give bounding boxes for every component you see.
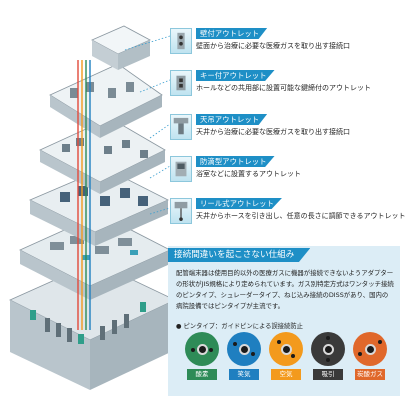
pin-label: 笑気 (229, 369, 259, 380)
outlet-wall: 壁付アウトレット 壁面から治療に必要な医療ガスを取り出す接続口 (170, 26, 400, 60)
outlet-description: 壁面から治療に必要な医療ガスを取り出す接続口 (196, 42, 350, 50)
wall-outlet-thumbnail (170, 28, 192, 54)
outlet-description: ホールなどの共用部に設置可能な鍵締付のアウトレット (196, 84, 371, 92)
panel-title: 接続間違いを起こさない仕組み (168, 248, 311, 262)
pin-carbon-dioxide: 炭酸ガス (350, 332, 390, 380)
outlet-key: キー付アウトレット ホールなどの共用部に設置可能な鍵締付のアウトレット (170, 68, 400, 102)
reel-outlet-thumbnail (170, 198, 192, 224)
ceiling-outlet-thumbnail (170, 114, 192, 140)
panel-body-text: 配管端末器は使用目的以外の医療ガスに機器が接続できないようアダプターの形状がJI… (176, 269, 394, 310)
outlet-title: 天吊アウトレット (196, 114, 268, 125)
pin-suction: 吸引 (308, 332, 348, 380)
pin-type-subtitle: ● ピンタイプ：ガイドピンによる誤接続防止 (176, 323, 303, 330)
pin-air: 空気 (266, 332, 306, 380)
key-outlet-thumbnail (170, 70, 192, 96)
outlet-drip-proof: 防滴型アウトレット 浴室などに設置するアウトレット (170, 154, 400, 188)
pin-socket-icon (353, 332, 387, 366)
pin-nitrous-oxide: 笑気 (224, 332, 264, 380)
pin-label: 吸引 (313, 369, 343, 380)
outlet-title: キー付アウトレット (196, 70, 275, 81)
outlet-title: 壁付アウトレット (196, 28, 268, 39)
pin-socket-icon (185, 332, 219, 366)
outlet-title: 防滴型アウトレット (196, 156, 275, 167)
outlet-title: リール式アウトレット (196, 198, 282, 209)
pin-label: 炭酸ガス (355, 369, 385, 380)
outlet-description: 天井からホースを引き出し、任意の長さに調節できるアウトレット (196, 212, 406, 220)
pin-socket-icon (311, 332, 345, 366)
pin-socket-icon (227, 332, 261, 366)
pin-label: 空気 (271, 369, 301, 380)
outlet-reel: リール式アウトレット 天井からホースを引き出し、任意の長さに調節できるアウトレッ… (170, 196, 406, 230)
pin-label: 酸素 (187, 369, 217, 380)
pin-socket-icon (269, 332, 303, 366)
outlet-description: 浴室などに設置するアウトレット (196, 170, 301, 178)
connection-safety-panel: 接続間違いを起こさない仕組み 配管端末器は使用目的以外の医療ガスに機器が接続でき… (168, 246, 400, 396)
pin-oxygen: 酸素 (182, 332, 222, 380)
outlet-description: 天井から治療に必要な医療ガスを取り出す接続口 (196, 128, 350, 136)
drip-proof-outlet-thumbnail (170, 156, 192, 182)
outlet-ceiling: 天吊アウトレット 天井から治療に必要な医療ガスを取り出す接続口 (170, 112, 400, 146)
